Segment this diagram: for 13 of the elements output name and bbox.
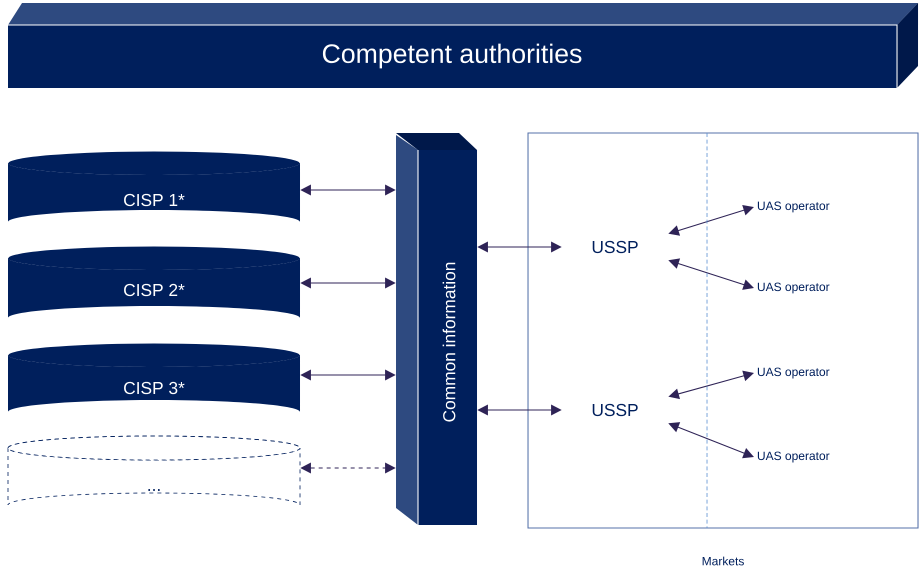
service-label: USSP bbox=[592, 404, 638, 416]
information-column: Common information bbox=[396, 133, 477, 525]
cylinder: ... bbox=[8, 436, 300, 506]
cylinder: CISP 3* bbox=[8, 342, 300, 412]
cylinder: CISP 2* bbox=[8, 245, 300, 318]
cylinder: CISP 1* bbox=[8, 150, 300, 222]
operator-label: UAS operator bbox=[758, 282, 830, 294]
operator-label: UAS operator bbox=[758, 368, 830, 378]
service-label: USSP bbox=[592, 240, 638, 254]
authority-bar: Competent authorities bbox=[8, 3, 918, 88]
node-label: Markets bbox=[702, 556, 744, 566]
operator-label: UAS operator bbox=[758, 202, 830, 212]
operator-label: UAS operator bbox=[758, 452, 830, 462]
